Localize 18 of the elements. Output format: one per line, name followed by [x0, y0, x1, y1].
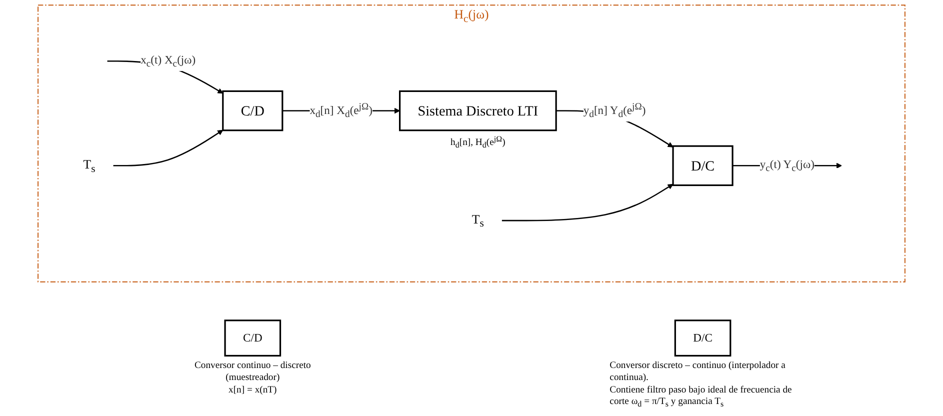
node-box: D/C: [674, 320, 732, 357]
arrow: [502, 184, 674, 222]
arrow: [113, 130, 224, 166]
description-text: Conversor discreto – continuo (interpolador a continua).: [610, 360, 786, 384]
edge-label: x$_{c}$(t) X$_{c}$(jω): [140, 53, 196, 69]
description-text: Conversor continuo – discreto (muestreador): [193, 360, 312, 384]
node-box: D/C: [672, 145, 734, 186]
node-box: C/D: [224, 320, 282, 357]
node-box: C/D: [222, 90, 284, 132]
edge-label: x$_{d}$[n] X$_{d}$(e$^{jΩ}$): [310, 102, 373, 120]
description-text: Contiene filtro paso bajo ideal de frecuencia de corte ω$_{d}$ = π/T$_{s}$ y ganancia T$_{s}$: [610, 384, 793, 410]
node-box: Sistema Discreto LTI: [399, 90, 557, 132]
description-text: h$_{d}$[n], H$_{d}$(e$^{jΩ}$): [450, 134, 506, 151]
description-text: x[n] = x(nT): [228, 384, 278, 396]
edge-label: y$_{c}$(t) Y$_{c}$(jω): [760, 158, 814, 174]
node-text: T$_{s}$: [83, 158, 96, 174]
node-text: T$_{s}$: [472, 212, 484, 230]
edge-label: y$_{d}$[n] Y$_{d}$(e$^{jΩ}$): [583, 102, 646, 120]
